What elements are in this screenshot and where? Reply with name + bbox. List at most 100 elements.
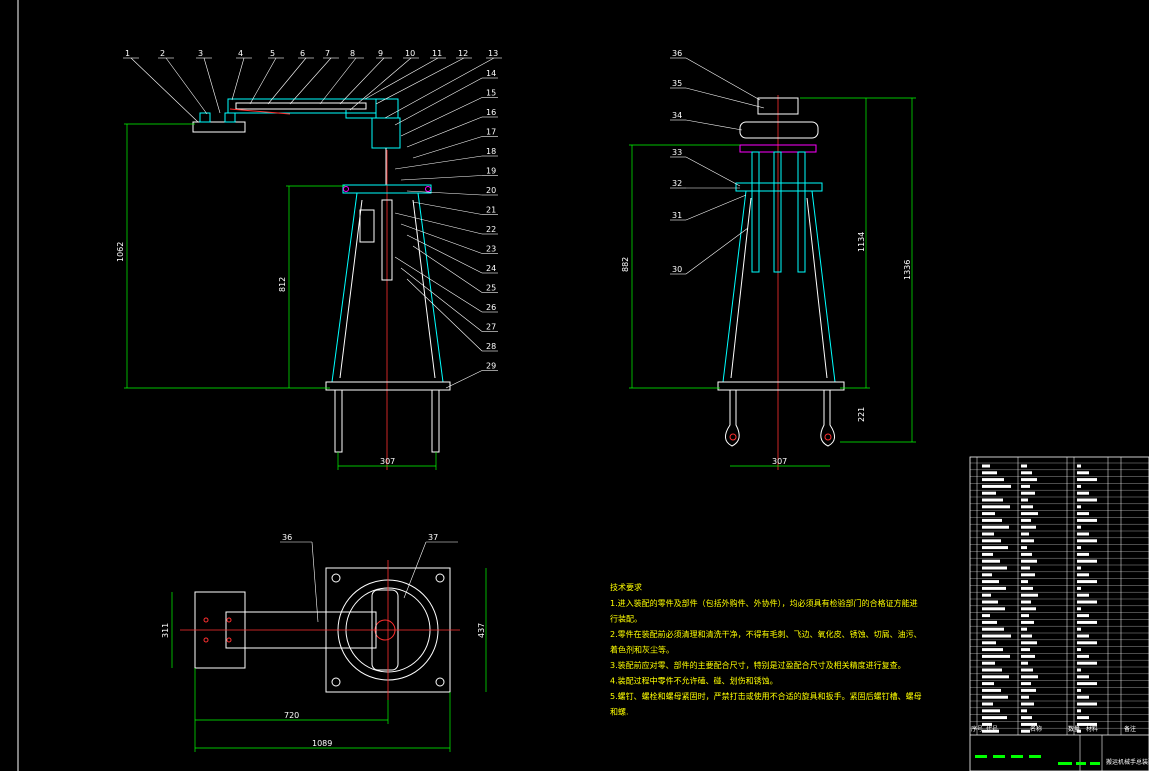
parts-list-material-cell — [1077, 648, 1081, 652]
parts-list-code-cell — [1021, 722, 1037, 726]
front-view-suction-cup — [199, 112, 211, 123]
parts-list-name-cell — [982, 525, 1009, 529]
parts-list-code-cell — [1021, 539, 1034, 543]
parts-list-code-cell — [1021, 716, 1032, 720]
parts-list-code-cell — [1021, 695, 1029, 699]
leader-line — [406, 278, 483, 352]
front-view-pedestal-right — [417, 192, 444, 383]
part-number-label: 36 — [282, 533, 292, 542]
top-view-corner-hole — [435, 573, 445, 583]
top-view-leaders: 36 37 — [280, 533, 458, 623]
side-view-middle-flange — [735, 182, 823, 192]
side-view-top-motor — [757, 97, 799, 115]
leader-line — [364, 57, 439, 100]
parts-list-name-cell — [982, 505, 1010, 509]
title-block-fill — [1011, 755, 1023, 758]
parts-list-material-cell — [1077, 552, 1089, 556]
parts-list-name-cell — [982, 607, 1005, 611]
leader-line — [339, 57, 385, 105]
parts-list-name-cell — [982, 586, 1006, 590]
parts-list-material-cell — [1077, 682, 1097, 686]
parts-list-material-cell — [1077, 471, 1089, 475]
leader-line — [249, 57, 277, 105]
parts-list-name-cell — [982, 641, 996, 645]
parts-list-material-cell — [1077, 702, 1097, 706]
front-view-pedestal-inner-left — [339, 199, 363, 379]
parts-list-material-cell — [1077, 505, 1081, 509]
parts-list-material-cell — [1077, 580, 1097, 584]
parts-list-code-cell — [1021, 505, 1033, 509]
part-number-label: 15 — [486, 89, 496, 98]
part-number-label: 25 — [486, 284, 496, 293]
parts-list-material-cell — [1077, 709, 1081, 713]
parts-list-name-cell — [982, 484, 1011, 488]
side-view-dim-base-width: 307 — [772, 457, 787, 466]
leader-line — [384, 57, 495, 119]
top-view-dim-base-size: 437 — [477, 623, 486, 638]
title-block-fill — [1090, 762, 1100, 765]
parts-list-code-cell — [1021, 614, 1029, 618]
parts-list-code-cell — [1021, 498, 1028, 502]
side-view-dim-total-height: 1336 — [903, 260, 912, 280]
parts-list-name-cell — [982, 695, 1008, 699]
part-number-label: 37 — [428, 533, 438, 542]
parts-list-code-cell — [1021, 546, 1027, 550]
parts-list-name-cell — [982, 729, 999, 733]
parts-list-code-cell — [1021, 593, 1038, 597]
parts-list-code-cell — [1021, 525, 1036, 529]
top-view-dim-gripper-width: 311 — [161, 623, 170, 638]
parts-list-code-cell — [1021, 688, 1036, 692]
parts-list-code-cell — [1021, 586, 1033, 590]
part-number-label: 28 — [486, 342, 496, 351]
parts-list-material-cell — [1077, 518, 1097, 522]
parts-list-name-cell — [982, 532, 994, 536]
top-view-corner-hole — [331, 573, 341, 583]
parts-list-header: 备注 — [1124, 725, 1136, 733]
part-number-label: 29 — [486, 362, 496, 371]
parts-list-code-cell — [1021, 627, 1027, 631]
leader-line — [203, 57, 221, 114]
parts-list-name-cell — [982, 648, 1003, 652]
parts-list-name-cell — [982, 722, 992, 726]
leader-line — [394, 256, 483, 313]
parts-list-header: 序号 — [971, 725, 983, 733]
side-view-guide-rod — [751, 151, 760, 273]
parts-list-name-cell — [982, 546, 1008, 550]
front-view-leg-left — [334, 389, 343, 453]
parts-list-name-cell — [982, 539, 1001, 543]
parts-list-name-cell — [982, 552, 993, 556]
title-block-fill — [975, 755, 987, 758]
part-number-label: 31 — [672, 211, 682, 220]
part-number-label: 4 — [238, 49, 243, 58]
parts-list-material-cell — [1077, 573, 1089, 577]
parts-list-code-cell — [1021, 668, 1033, 672]
parts-list-name-cell — [982, 627, 1004, 631]
parts-list-header: 代号 — [986, 725, 998, 733]
side-view-foot-hole — [729, 433, 737, 441]
part-number-label: 27 — [486, 323, 496, 332]
parts-list-material-cell — [1077, 566, 1081, 570]
top-view-dim-overall-length: 1089 — [312, 739, 332, 748]
parts-list-code-cell — [1021, 709, 1027, 713]
parts-list-material-cell — [1077, 641, 1097, 645]
parts-list-code-cell — [1021, 675, 1038, 679]
parts-list-name-cell — [982, 600, 998, 604]
leader-line — [406, 116, 483, 148]
parts-list-material-cell — [1077, 593, 1089, 597]
part-number-label: 34 — [672, 111, 682, 120]
top-view-gripper-hole — [203, 637, 209, 643]
leader-line — [400, 97, 483, 137]
part-number-label: 18 — [486, 147, 496, 156]
parts-list-name-cell — [982, 682, 994, 686]
note-line: 2.零件在装配前必须清理和清洗干净，不得有毛刺、飞边、氧化皮、锈蚀、切屑、油污、 — [610, 629, 922, 639]
side-view-pedestal-inner-right — [806, 197, 828, 379]
side-view-foot-right — [820, 390, 835, 447]
front-view-leg-right — [431, 389, 440, 453]
front-view-arm-inner — [235, 102, 367, 110]
note-line: 1.进入装配的零件及部件（包括外购件、外协件），均必须具有检验部门的合格证方能进 — [610, 598, 918, 608]
title-block-border — [969, 456, 1149, 771]
leader-line — [130, 57, 199, 123]
parts-list-code-cell — [1021, 464, 1027, 468]
parts-list-material-cell — [1077, 600, 1097, 604]
title-block-fill — [1029, 755, 1041, 758]
